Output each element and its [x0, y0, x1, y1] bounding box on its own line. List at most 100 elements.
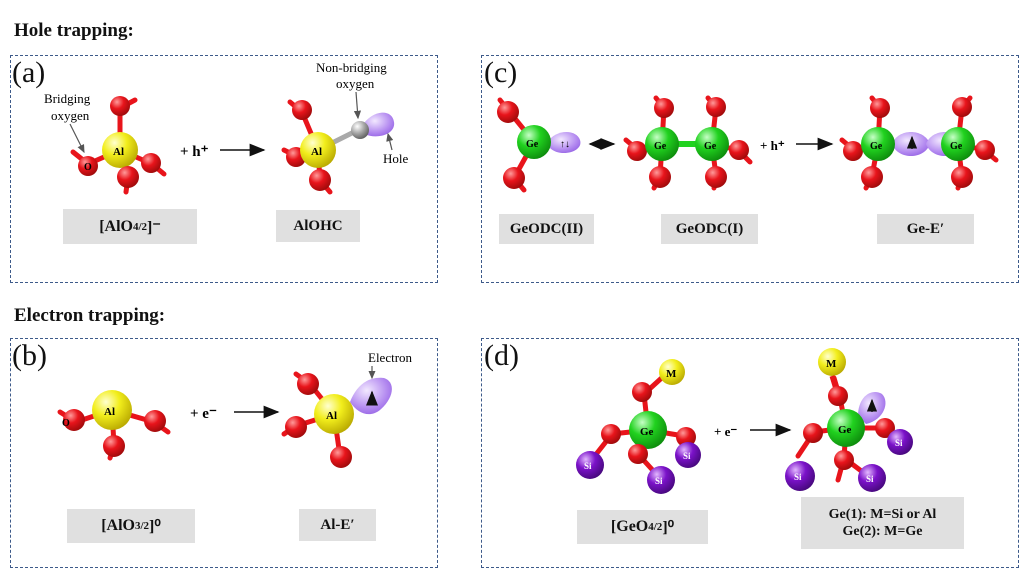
oxygen-atom	[654, 98, 674, 118]
al-e-prime-molecule: Al	[281, 371, 392, 468]
electron-orbital	[350, 377, 392, 415]
oxygen-atom	[706, 97, 726, 117]
oxygen-atom	[627, 141, 647, 161]
electron-trapping-title: Electron trapping:	[14, 305, 166, 326]
atom-label-o: O	[62, 418, 70, 429]
nonbridging-pointer	[353, 91, 362, 120]
hole-orbital	[892, 132, 930, 156]
aluminum-atom	[314, 394, 354, 434]
germanium-atom	[629, 411, 667, 449]
oxygen-atom	[861, 166, 883, 188]
oxygen-atom	[292, 100, 312, 120]
atom-label-ge: Ge	[950, 141, 963, 152]
oxygen-atom	[952, 97, 972, 117]
nonbridging-label-1: Non-bridging	[316, 60, 387, 75]
alo3-molecule: Al O	[57, 390, 171, 461]
oxygen-atom	[144, 410, 166, 432]
aluminum-atom	[300, 132, 336, 168]
reaction-c-text: + h⁺	[760, 138, 785, 153]
oxygen-atom	[649, 166, 671, 188]
label-ge1: Ge(1): M=Si or Al	[828, 506, 937, 522]
oxygen-atom	[63, 409, 85, 431]
atom-label-al: Al	[311, 146, 322, 158]
geo4-molecule: M Ge Si Si Si	[576, 359, 701, 494]
oxygen-atom	[875, 418, 895, 438]
electron-label: Electron	[368, 350, 413, 365]
hole-pointer	[386, 132, 394, 151]
oxygen-atom	[141, 153, 161, 173]
panel-c-label: (c)	[484, 56, 518, 89]
oxygen-atom	[729, 140, 749, 160]
oxygen-atom	[828, 386, 848, 406]
bridging-pointer	[69, 123, 85, 154]
oxygen-atom	[803, 423, 823, 443]
bridging-oxygen-label-2: oxygen	[51, 108, 90, 123]
atom-label-ge: Ge	[654, 141, 667, 152]
silicon-atom	[675, 442, 701, 468]
oxygen-atom	[676, 427, 696, 447]
atom-label-m: M	[666, 368, 677, 380]
atom-label-al: Al	[113, 146, 124, 158]
panel-c	[481, 55, 1019, 283]
atom-label-si: Si	[683, 451, 691, 461]
oxygen-atom	[78, 156, 98, 176]
bridging-oxygen-label-1: Bridging	[44, 91, 91, 106]
reaction-a-text: + h⁺	[180, 144, 209, 160]
oxygen-atom	[497, 101, 519, 123]
oxygen-atom	[103, 435, 125, 457]
ge-center-molecule: M Ge Si Si Si	[785, 348, 913, 492]
oxygen-atom	[705, 166, 727, 188]
panel-b	[10, 338, 438, 568]
silicon-atom	[887, 429, 913, 455]
oxygen-atom	[110, 96, 130, 116]
atom-label-si: Si	[866, 474, 874, 484]
atom-label-ge: Ge	[526, 139, 539, 150]
reaction-b-text: + e⁻	[190, 406, 217, 422]
label-ge1-ge2: Ge(1): M=Si or Al Ge(2): M=Ge	[801, 497, 964, 549]
oxygen-atom	[843, 141, 863, 161]
panel-a-label: (a)	[12, 56, 46, 89]
atom-label-al: Al	[104, 406, 115, 418]
oxygen-atom	[309, 169, 331, 191]
nonbridging-oxygen-atom	[351, 121, 369, 139]
oxygen-atom	[117, 166, 139, 188]
metal-atom	[659, 359, 685, 385]
hole-trapping-title: Hole trapping:	[14, 20, 134, 41]
label-alohc: AlOHC	[276, 210, 360, 242]
panel-d-label: (d)	[484, 339, 519, 372]
label-ge-e-prime: Ge-E′	[877, 214, 974, 244]
label-ge2: Ge(2): M=Ge	[842, 524, 923, 539]
atom-label-ge: Ge	[838, 424, 852, 436]
silicon-atom	[785, 461, 815, 491]
panel-b-label: (b)	[12, 339, 47, 372]
germanium-atom	[941, 127, 975, 161]
oxygen-atom	[285, 416, 307, 438]
aluminum-atom	[92, 390, 132, 430]
geodc-i-molecule: Ge Ge	[623, 95, 753, 191]
oxygen-atom	[601, 424, 621, 444]
reaction-d-text: + e⁻	[714, 424, 737, 439]
atom-label-si: Si	[655, 476, 663, 486]
electron-pair-mark: ↑↓	[560, 139, 570, 150]
atom-label-ge: Ge	[870, 141, 883, 152]
panel-d	[481, 338, 1019, 568]
oxygen-atom	[834, 450, 854, 470]
oxygen-atom	[330, 446, 352, 468]
ge-e-prime-molecule: Ge Ge	[839, 95, 999, 191]
nonbridging-label-2: oxygen	[336, 76, 375, 91]
silicon-atom	[858, 464, 886, 492]
oxygen-atom	[503, 167, 525, 189]
oxygen-atom	[975, 140, 995, 160]
atom-label-si: Si	[794, 472, 802, 482]
atom-label-o: O	[84, 162, 92, 173]
germanium-atom	[861, 127, 895, 161]
germanium-atom	[517, 125, 551, 159]
atom-label-si: Si	[895, 438, 903, 448]
lone-pair-orbital	[548, 131, 581, 154]
label-al-e-prime: Al-E′	[299, 509, 376, 541]
alohc-molecule: Al	[281, 99, 395, 195]
